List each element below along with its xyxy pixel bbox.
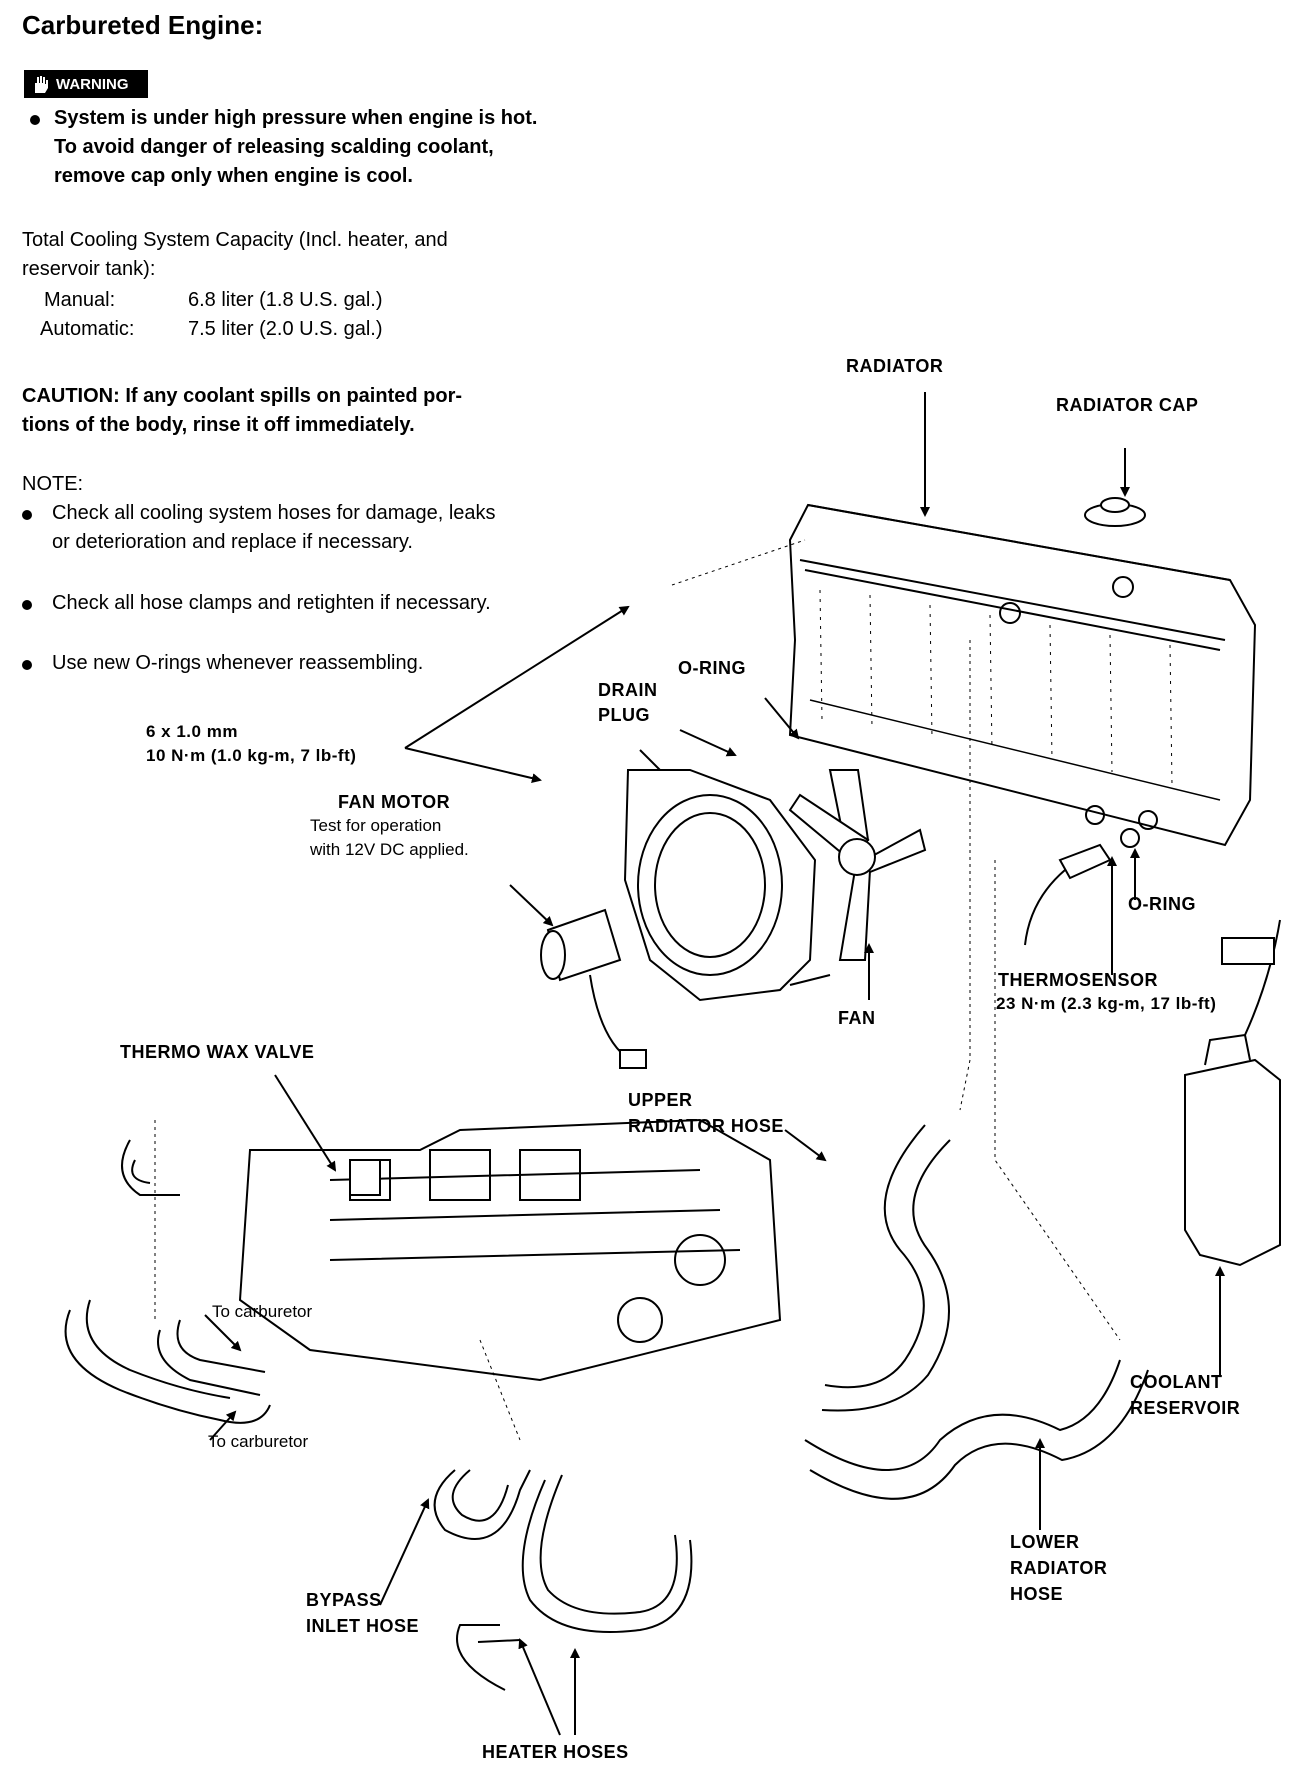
note-item-2: Check all hose clamps and retighten if n… — [52, 592, 491, 614]
label-fan-motor-note-1: Test for operation — [310, 816, 442, 835]
label-thermosensor: THERMOSENSOR — [998, 970, 1159, 990]
fan-motor-drawing — [540, 908, 647, 1069]
note-bullet-3 — [22, 660, 32, 670]
page-title: Carbureted Engine: — [22, 10, 264, 40]
lower-radiator-hose-drawing — [804, 1359, 1149, 1500]
label-fan-motor: FAN MOTOR — [338, 792, 451, 812]
label-thermosensor-torque: 23 N·m (2.3 kg-m, 17 lb-ft) — [996, 994, 1217, 1013]
warning-badge: WARNING — [24, 70, 148, 98]
radiator-drawing — [788, 503, 1257, 847]
warning-bullet — [30, 115, 40, 125]
label-lower-hose-line-3: HOSE — [1010, 1584, 1064, 1604]
upper-radiator-hose-drawing — [821, 1124, 951, 1412]
warning-line-3: remove cap only when engine is cool. — [54, 165, 413, 187]
caution-line-2: tions of the body, rinse it off immediat… — [22, 414, 415, 436]
caution-line-1: CAUTION: If any coolant spills on painte… — [22, 385, 463, 407]
capacity-automatic-label: Automatic: — [40, 318, 135, 340]
label-bypass-hose-line-1: BYPASS — [306, 1590, 382, 1610]
label-thermo-wax-valve: THERMO WAX VALVE — [120, 1042, 315, 1062]
engine-drawing — [238, 1118, 782, 1382]
label-upper-hose-line-1: UPPER — [628, 1090, 693, 1110]
label-coolant-reservoir-line-1: COOLANT — [1130, 1372, 1223, 1392]
label-bolt-size: 6 x 1.0 mm — [146, 722, 238, 741]
label-fan: FAN — [838, 1008, 876, 1028]
leader-arrows — [204, 392, 1225, 1736]
bypass-heater-hoses-drawing — [433, 1469, 693, 1691]
capacity-automatic-value: 7.5 liter (2.0 U.S. gal.) — [188, 318, 383, 340]
thermosensor-drawing — [1024, 828, 1140, 946]
label-upper-hose-line-2: RADIATOR HOSE — [628, 1116, 784, 1136]
fan-shroud-drawing — [623, 749, 831, 1002]
radiator-cap-drawing — [1084, 497, 1146, 527]
note-item-3: Use new O-rings whenever reassembling. — [52, 652, 424, 674]
label-to-carburetor-1: To carburetor — [212, 1302, 313, 1321]
left-hoses-drawing — [64, 1139, 271, 1424]
label-heater-hoses: HEATER HOSES — [482, 1742, 629, 1762]
label-fan-motor-note-2: with 12V DC applied. — [310, 840, 469, 859]
coolant-reservoir-drawing — [1184, 919, 1281, 1267]
label-bypass-hose-line-2: INLET HOSE — [306, 1616, 420, 1636]
note-heading: NOTE: — [22, 473, 84, 495]
capacity-line-1: Total Cooling System Capacity (Incl. hea… — [22, 229, 448, 251]
note-item-1-line-2: or deterioration and replace if necessar… — [52, 531, 413, 553]
label-lower-hose-line-2: RADIATOR — [1010, 1558, 1108, 1578]
fan-drawing — [788, 769, 927, 961]
label-drain-plug-line-1: DRAIN — [598, 680, 658, 700]
label-radiator: RADIATOR — [846, 356, 944, 376]
warning-line-2: To avoid danger of releasing scalding co… — [54, 136, 494, 158]
label-coolant-reservoir-line-2: RESERVOIR — [1130, 1398, 1241, 1418]
warning-badge-label: WARNING — [56, 75, 129, 93]
label-o-ring-top: O-RING — [678, 658, 746, 678]
label-radiator-cap: RADIATOR CAP — [1056, 395, 1199, 415]
thermo-wax-valve-drawing — [349, 1159, 381, 1196]
label-to-carburetor-2: To carburetor — [208, 1432, 309, 1451]
note-bullet-2 — [22, 600, 32, 610]
label-o-ring-right: O-RING — [1128, 894, 1196, 914]
label-bolt-torque: 10 N·m (1.0 kg-m, 7 lb-ft) — [146, 746, 357, 765]
label-lower-hose-line-1: LOWER — [1010, 1532, 1080, 1552]
reference-lines — [154, 539, 1121, 1441]
note-bullet-1 — [22, 510, 32, 520]
label-drain-plug-line-2: PLUG — [598, 705, 651, 725]
capacity-manual-label: Manual: — [44, 289, 116, 311]
hand-warning-icon — [35, 76, 48, 93]
capacity-line-2: reservoir tank): — [22, 258, 156, 280]
capacity-manual-value: 6.8 liter (1.8 U.S. gal.) — [188, 289, 383, 311]
note-item-1-line-1: Check all cooling system hoses for damag… — [52, 502, 496, 524]
warning-line-1: System is under high pressure when engin… — [54, 107, 538, 129]
